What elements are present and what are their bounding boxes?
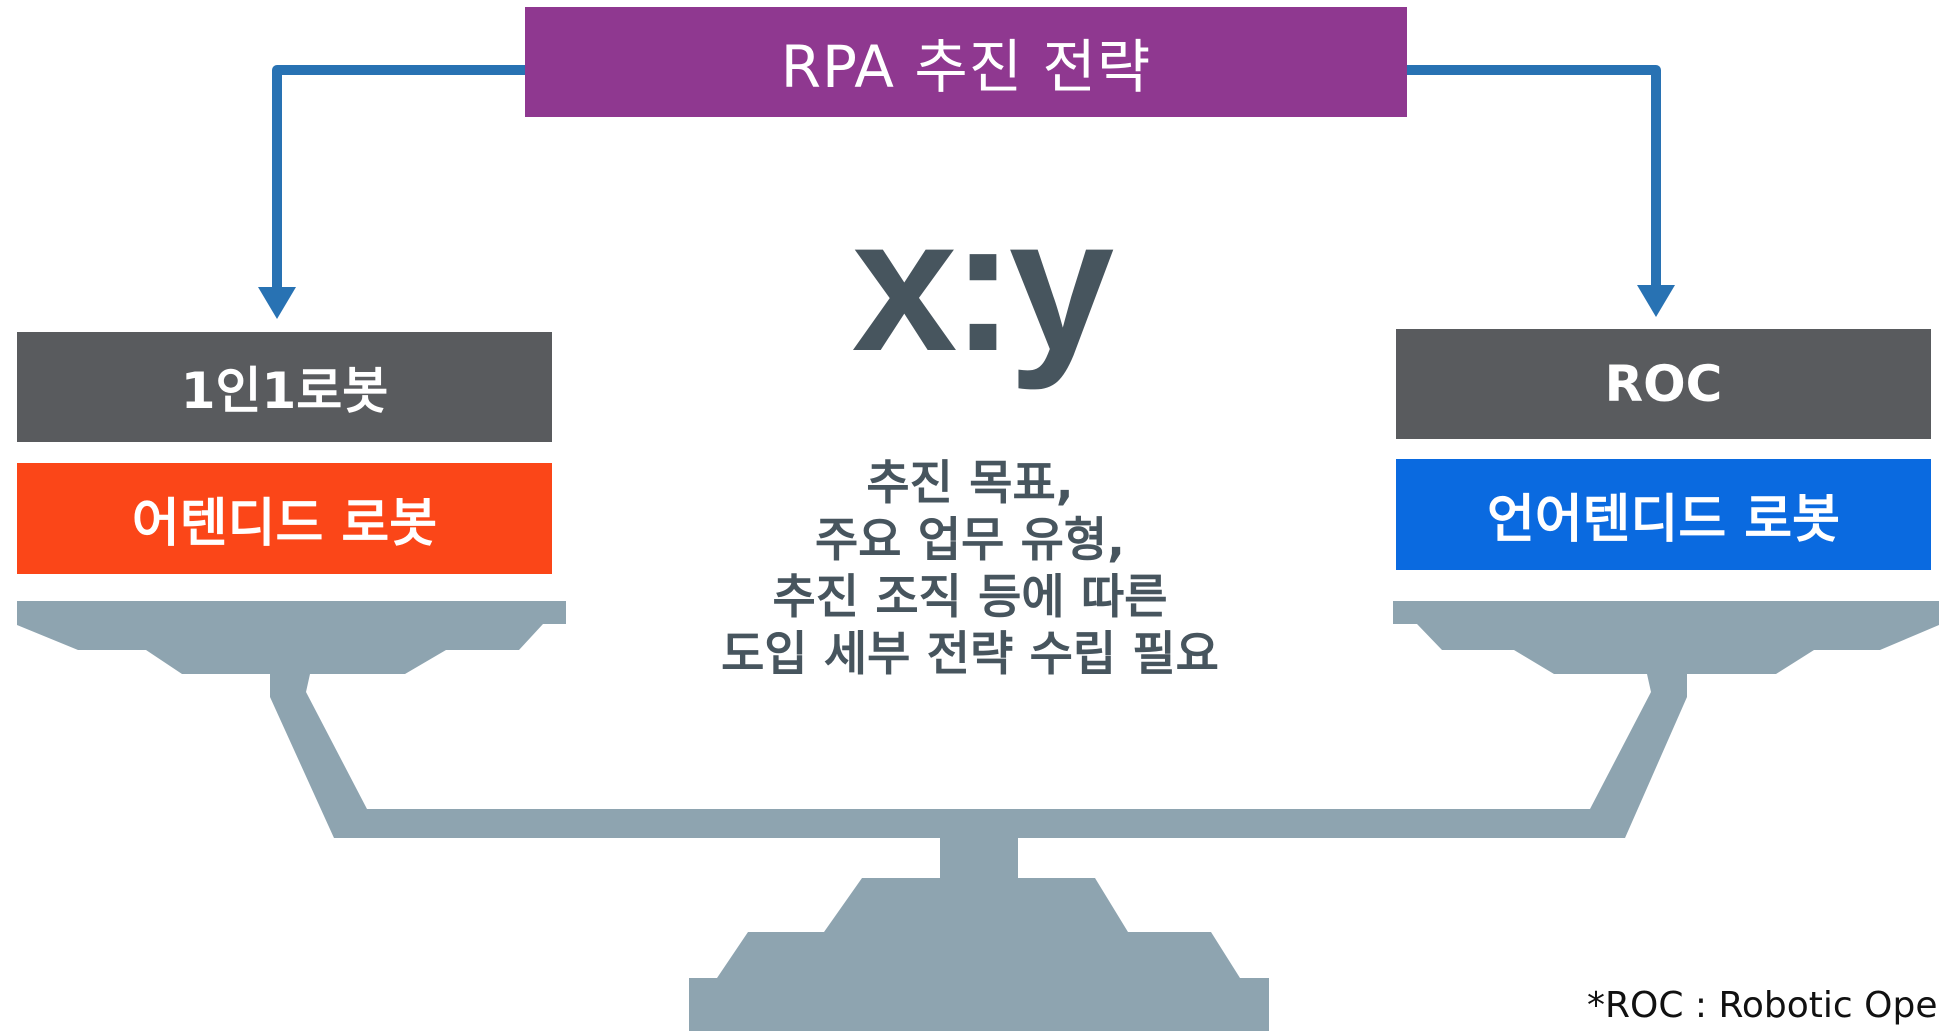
arrow-right-head-icon (1637, 285, 1675, 317)
description-line: 도입 세부 전략 수립 필요 (721, 627, 1219, 682)
arrow-left-line (272, 65, 525, 292)
unattended-robot-box: 언어텐디드 로봇 (1396, 459, 1931, 570)
attended-robot-box: 어텐디드 로봇 (17, 463, 552, 574)
right-header-box: ROC (1396, 329, 1931, 439)
arrow-left-head-icon (258, 287, 296, 319)
scale-right-pan (1393, 601, 1939, 674)
strategy-arrows (258, 65, 1675, 319)
scale-beam (270, 674, 1687, 838)
description-line: 추진 조직 등에 따른 (772, 570, 1168, 625)
arrow-right-line (1407, 65, 1661, 292)
footnote: *ROC : Robotic Oper (1587, 985, 1939, 1026)
scale-post (940, 836, 1018, 880)
ratio-label: x:y (851, 179, 1115, 391)
description-line: 추진 목표, (866, 456, 1074, 511)
strategy-title: RPA 추진 전략 (525, 7, 1407, 117)
scale-base (689, 878, 1269, 1031)
balance-scale-icon (17, 601, 1939, 1031)
strategy-description: 추진 목표, 주요 업무 유형, 추진 조직 등에 따른 도입 세부 전략 수립… (640, 455, 1300, 683)
left-header-box: 1인1로봇 (17, 332, 552, 442)
scale-left-pan (17, 601, 566, 674)
description-line: 주요 업무 유형, (814, 513, 1126, 568)
